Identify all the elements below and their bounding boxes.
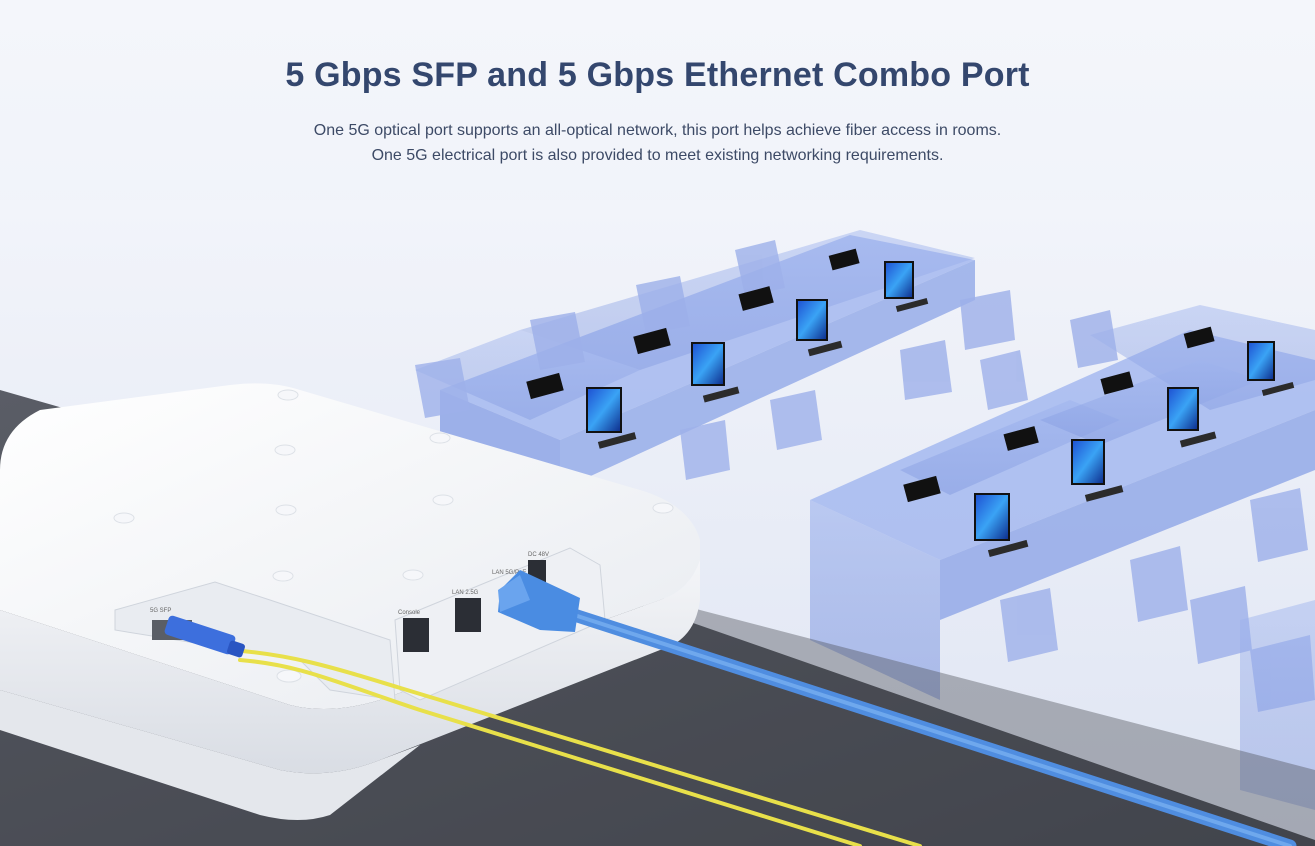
section-description: One 5G optical port supports an all-opti… [0, 118, 1315, 168]
port-label-5g-sfp: 5G SFP [150, 608, 171, 614]
description-line-1: One 5G optical port supports an all-opti… [313, 122, 1002, 139]
ethernet-cable [498, 570, 1297, 846]
office-workstations-left [415, 230, 1015, 490]
port-label-console: Console [398, 610, 421, 616]
page-title: 5 Gbps SFP and 5 Gbps Ethernet Combo Por… [285, 56, 1030, 94]
section-header: 5 Gbps SFP and 5 Gbps Ethernet Combo Por… [0, 56, 1315, 168]
port-label-lan-5g-poe: LAN 5G/PoE [492, 570, 526, 576]
port-label-lan-2-5g: LAN 2.5G [452, 590, 479, 596]
port-label-dc: DC 48V [528, 552, 549, 558]
description-line-2: One 5G electrical port is also provided … [371, 147, 944, 164]
sfp-connector [164, 615, 245, 658]
fiber-cables [228, 648, 922, 846]
office-workstations-right [810, 305, 1315, 810]
